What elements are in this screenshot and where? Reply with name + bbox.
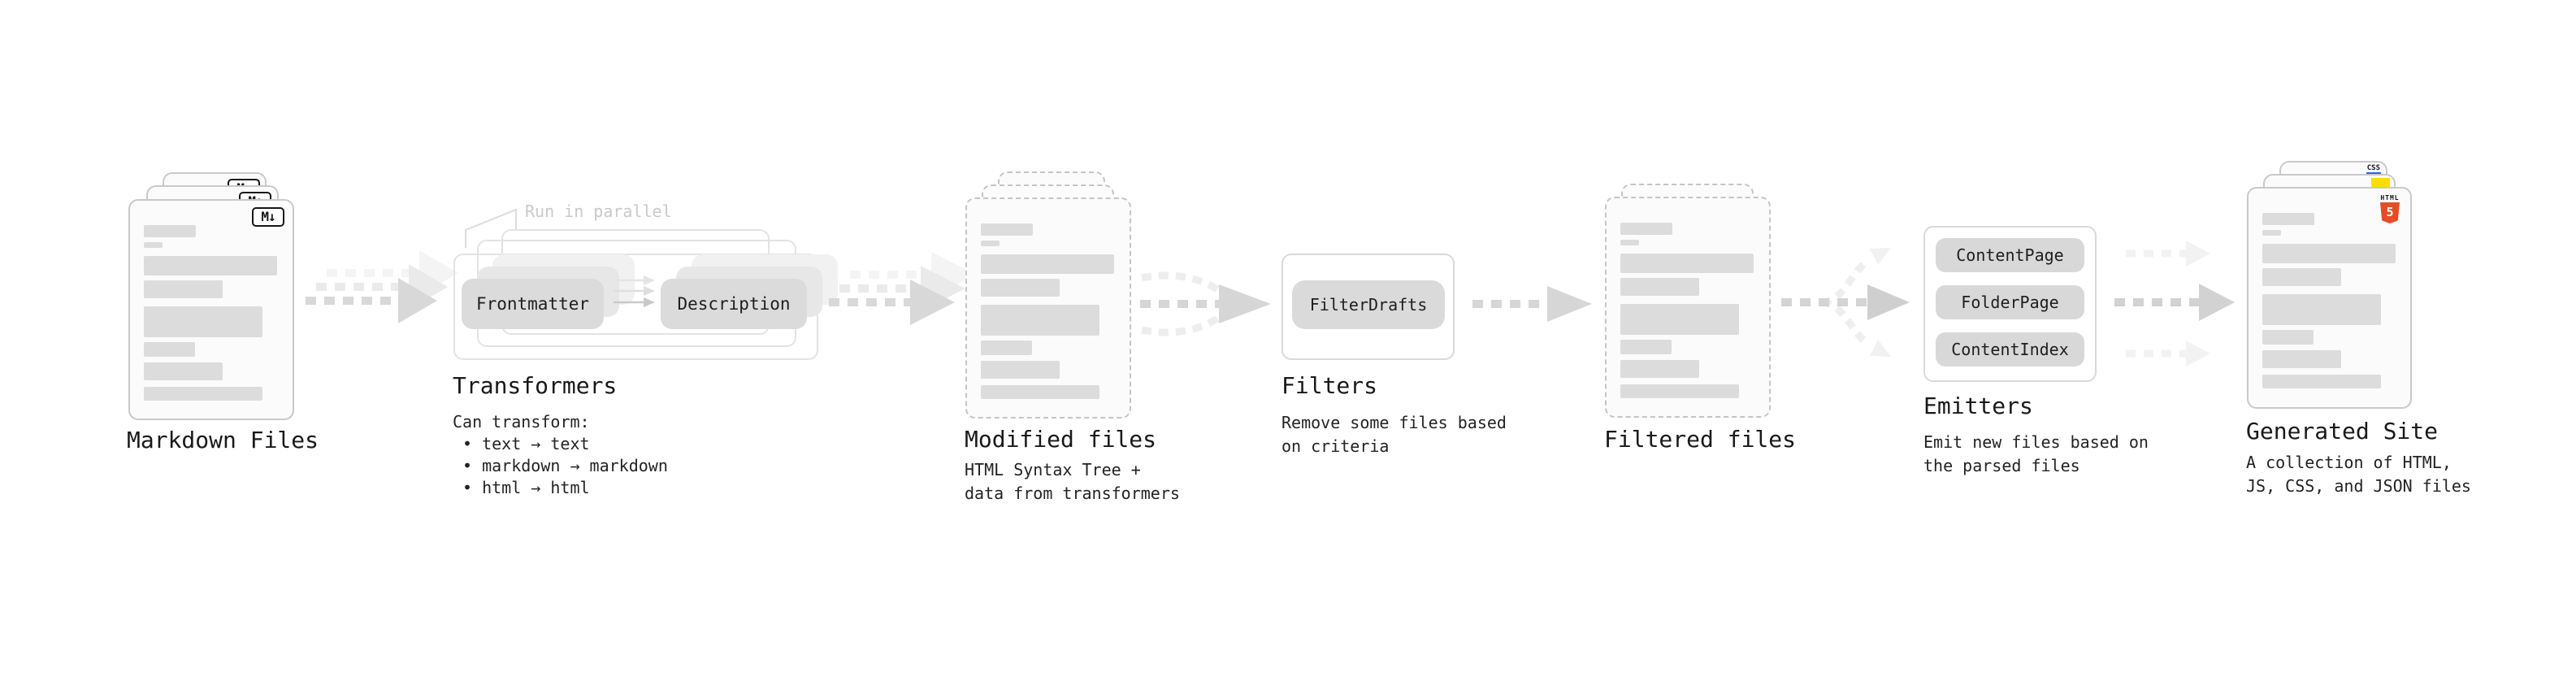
markdown-icon: M↓	[252, 207, 284, 227]
arrow-filters-to-filtered	[1472, 286, 1592, 322]
arrow-transformers-to-modified	[829, 252, 976, 325]
doc-content-bars	[2249, 189, 2410, 407]
description-pill: Description	[661, 279, 807, 329]
filters-label: Filters	[1281, 372, 1378, 399]
filtered-files-label: Filtered files	[1604, 426, 1797, 453]
arrow-filtered-to-emitters	[1781, 247, 1910, 358]
parallel-arrows-and-callout	[465, 208, 655, 307]
emitters-label: Emitters	[1923, 393, 2033, 419]
transformers-bullet: • text → text	[462, 434, 590, 453]
generated-site-subtitle: A collection of HTML, JS, CSS, and JSON …	[2246, 453, 2471, 496]
arrows-emitters-to-generated	[2114, 241, 2235, 367]
css-icon: CSS	[2366, 164, 2381, 175]
arrow-markdown-to-transformers	[306, 250, 458, 323]
modified-files-subtitle: HTML Syntax Tree + data from transformer…	[965, 460, 1180, 503]
emitter-pill-folderpage: FolderPage	[1936, 285, 2084, 319]
generated-site-label: Generated Site	[2246, 418, 2439, 445]
run-in-parallel-label: Run in parallel	[525, 202, 672, 221]
arrow-modified-to-filters	[1140, 271, 1271, 336]
transformers-note-title: Can transform:	[453, 412, 590, 432]
filterdrafts-pill: FilterDrafts	[1292, 280, 1445, 329]
doc-content-bars	[967, 199, 1130, 417]
emitter-pill-contentpage: ContentPage	[1936, 238, 2084, 272]
markdown-files-label: Markdown Files	[127, 427, 319, 453]
emitter-pill-contentindex: ContentIndex	[1936, 332, 2084, 367]
doc-content-bars	[130, 201, 293, 419]
transformers-label: Transformers	[453, 372, 618, 399]
transformers-bullet: • html → html	[462, 478, 590, 497]
js-icon	[2371, 178, 2390, 187]
file-card-front: HTML 5	[2247, 187, 2412, 409]
file-card-front	[965, 197, 1131, 419]
html5-icon-word: HTML	[2380, 194, 2400, 202]
file-card-front: M↓	[128, 199, 294, 420]
modified-files-label: Modified files	[965, 426, 1157, 453]
doc-content-bars	[1607, 198, 1769, 416]
html5-icon-shield: 5	[2380, 202, 2400, 223]
filters-subtitle: Remove some files based on criteria	[1281, 413, 1507, 456]
transformers-note: Can transform: • text → text • markdown …	[453, 411, 668, 499]
file-card-front	[1605, 197, 1771, 418]
html5-icon: HTML 5	[2379, 194, 2400, 223]
transformers-bullet: • markdown → markdown	[462, 456, 668, 475]
emitters-subtitle: Emit new files based on the parsed files	[1923, 432, 2149, 475]
frontmatter-pill: Frontmatter	[462, 279, 604, 329]
